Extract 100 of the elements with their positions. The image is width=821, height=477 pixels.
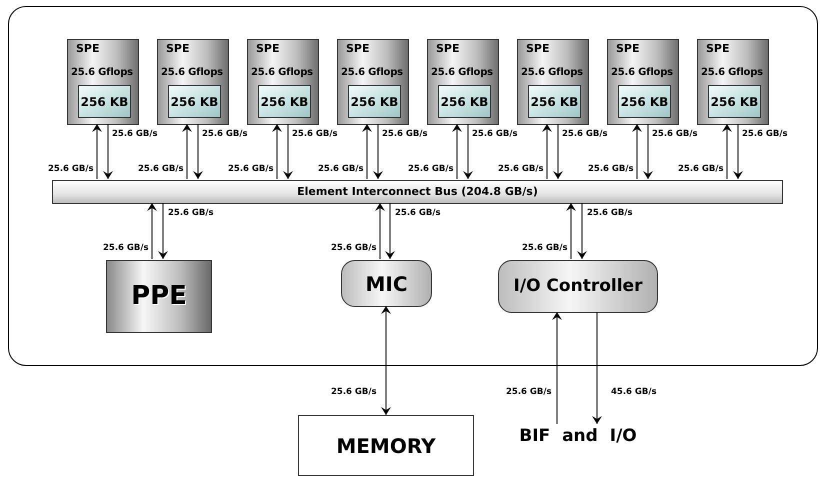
edge-label: 25.6 GB/s [521, 243, 569, 254]
edge-label: 25.6 GB/s [586, 208, 634, 219]
flops-label: 25.6 Gflops [161, 66, 223, 80]
local-store-box [168, 85, 221, 118]
flops-label: 25.6 Gflops [431, 66, 493, 80]
memory-size-label: 256 KB [620, 94, 668, 110]
edge-label: 25.6 GB/s [137, 164, 185, 175]
flops-label: 25.6 Gflops [341, 66, 403, 80]
arrow [463, 124, 473, 180]
ppe-label: PPE [131, 280, 187, 313]
flops-label: 25.6 Gflops [701, 66, 763, 80]
arrow [733, 124, 743, 180]
local-store-box [78, 85, 131, 118]
edge-label: 25.6 GB/s [407, 164, 455, 175]
spe-title: SPE [166, 42, 190, 56]
arrow [283, 124, 293, 180]
bus-label: Element Interconnect Bus (204.8 GB/s) [297, 184, 538, 200]
edge-label: 45.6 GB/s [610, 387, 658, 398]
edge-label: 25.6 GB/s [741, 129, 789, 140]
spe-title: SPE [436, 42, 460, 56]
edge-label: 25.6 GB/s [47, 164, 95, 175]
flops-label: 25.6 Gflops [251, 66, 313, 80]
edge-label: 25.6 GB/s [394, 208, 442, 219]
edge-label: 25.6 GB/s [317, 164, 365, 175]
spe-title: SPE [346, 42, 370, 56]
edge-label: 25.6 GB/s [291, 129, 339, 140]
spe-box [67, 39, 139, 125]
arrow [592, 312, 602, 424]
interface-label: BIF and I/O [519, 425, 637, 448]
arrow [553, 124, 563, 180]
spe-box [517, 39, 589, 125]
edge-label: 25.6 GB/s [677, 164, 725, 175]
edge-label: 25.6 GB/s [167, 208, 215, 219]
edge-label: 25.6 GB/s [471, 129, 519, 140]
spe-box [247, 39, 319, 125]
edge-label: 25.6 GB/s [587, 164, 635, 175]
edge-label: 25.6 GB/s [381, 129, 429, 140]
arrow [552, 312, 562, 424]
arrow [103, 124, 113, 180]
local-store-box [438, 85, 491, 118]
edge-label: 25.6 GB/s [201, 129, 249, 140]
arrow [92, 124, 102, 180]
chip-boundary [8, 6, 818, 366]
controller-box [341, 260, 432, 307]
arrow [632, 124, 642, 180]
arrow [643, 124, 653, 180]
spe-box [157, 39, 229, 125]
memory-size-label: 256 KB [260, 94, 308, 110]
edge-label: 25.6 GB/s [561, 129, 609, 140]
local-store-box [348, 85, 401, 118]
spe-box [427, 39, 499, 125]
arrow [542, 124, 552, 180]
edge-label: 25.6 GB/s [651, 129, 699, 140]
memory-size-label: 256 KB [170, 94, 218, 110]
arrow [373, 124, 383, 180]
local-store-box [528, 85, 581, 118]
arrow [158, 202, 168, 260]
arrow [566, 202, 576, 260]
edge-label: 25.6 GB/s [497, 164, 545, 175]
arrow [147, 202, 157, 260]
edge-label: 25.6 GB/s [330, 243, 378, 254]
spe-title: SPE [706, 42, 730, 56]
spe-title: SPE [76, 42, 100, 56]
memory-size-label: 256 KB [710, 94, 758, 110]
memory-size-label: 256 KB [350, 94, 398, 110]
local-store-box [618, 85, 671, 118]
spe-box [607, 39, 679, 125]
spe-title: SPE [616, 42, 640, 56]
memory-box [298, 415, 474, 476]
memory-size-label: 256 KB [440, 94, 488, 110]
memory-size-label: 256 KB [530, 94, 578, 110]
edge-label: 25.6 GB/s [505, 387, 553, 398]
arrow [381, 306, 391, 416]
arrow [452, 124, 462, 180]
edge-label: 25.6 GB/s [111, 129, 159, 140]
arrow [272, 124, 282, 180]
spe-title: SPE [526, 42, 550, 56]
arrow [577, 202, 587, 260]
spe-box [697, 39, 769, 125]
arrow [182, 124, 192, 180]
arrow [362, 124, 372, 180]
arrow [375, 202, 385, 260]
arrow [722, 124, 732, 180]
controller-box [498, 260, 658, 313]
local-store-box [258, 85, 311, 118]
flops-label: 25.6 Gflops [521, 66, 583, 80]
ppe-box [106, 260, 212, 333]
controller-label: MIC [365, 270, 408, 298]
flops-label: 25.6 Gflops [611, 66, 673, 80]
bus-bar [52, 180, 783, 204]
local-store-box [708, 85, 761, 118]
spe-title: SPE [256, 42, 280, 56]
arrow [193, 124, 203, 180]
controller-label: I/O Controller [514, 274, 642, 298]
edge-label: 25.6 GB/s [102, 243, 150, 254]
memory-size-label: 256 KB [80, 94, 128, 110]
flops-label: 25.6 Gflops [71, 66, 133, 80]
arrow [385, 202, 395, 260]
edge-label: 25.6 GB/s [330, 387, 378, 398]
memory-label: MEMORY [336, 432, 436, 460]
